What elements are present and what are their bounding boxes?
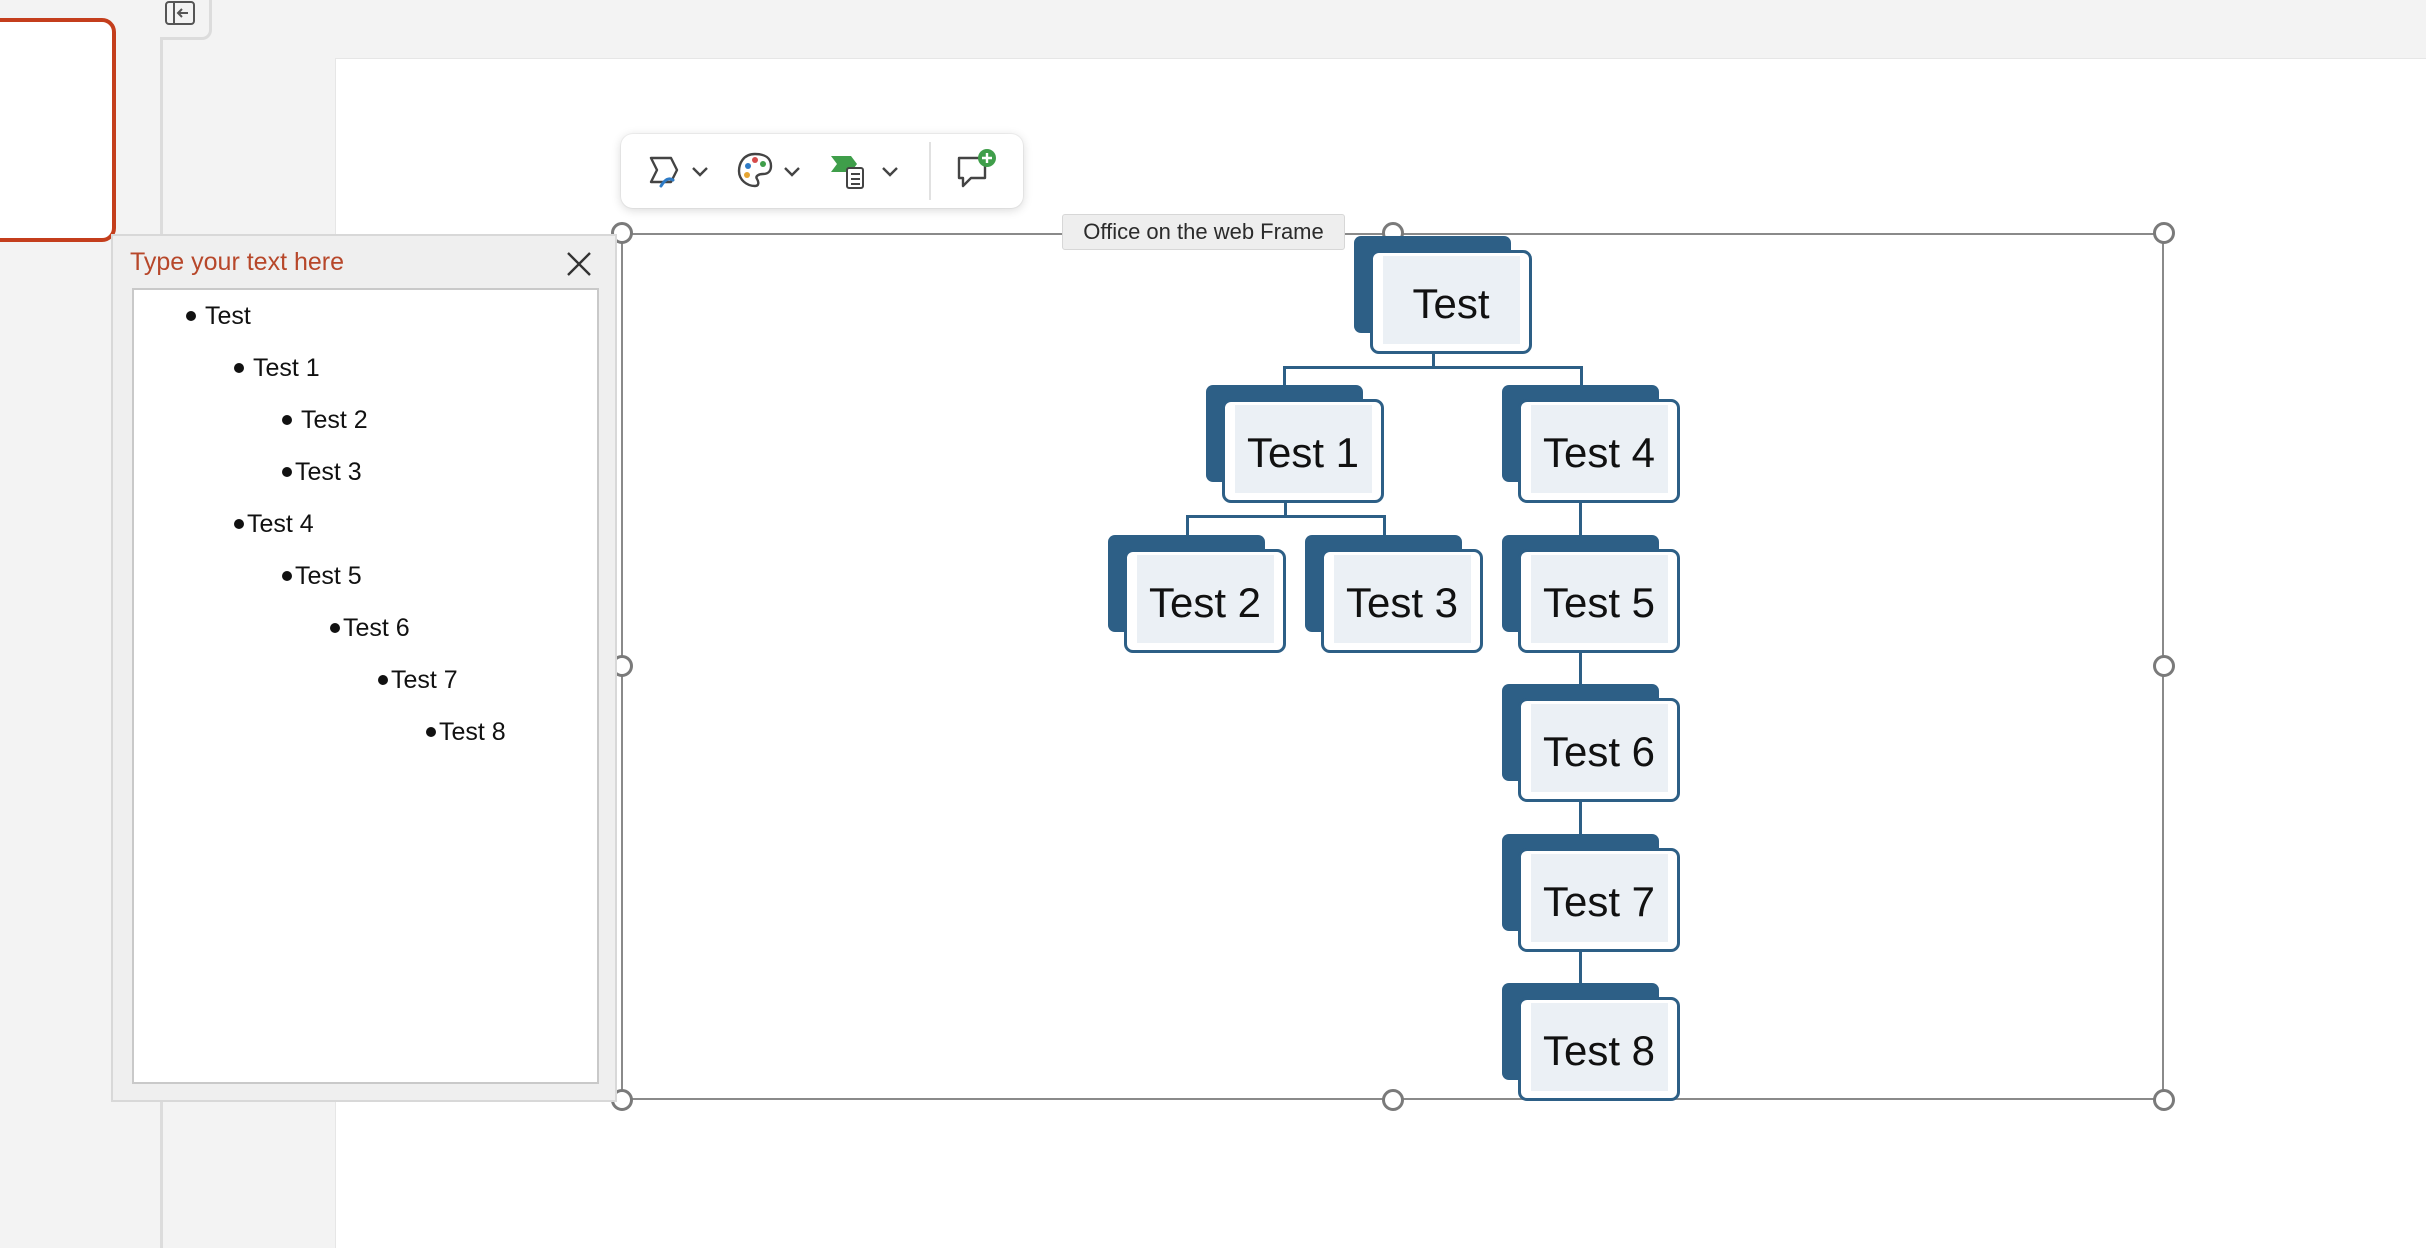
smartart-text-pane: Type your text here Test Test 1 Test 2 T…: [111, 234, 617, 1102]
connector-line: [1579, 490, 1582, 535]
new-comment-button[interactable]: [951, 146, 1001, 196]
bullet-dot: [282, 571, 292, 581]
bullet-dot: [330, 623, 340, 633]
new-comment-icon: [957, 149, 996, 188]
text-pane-item[interactable]: Test 2: [301, 406, 368, 434]
smartart-selection-frame[interactable]: [621, 233, 2164, 1100]
smartart-node-label: Test 3: [1345, 579, 1459, 626]
text-pane-title: Type your text here: [130, 248, 345, 276]
bullet-dot: [186, 311, 196, 321]
smartart-node-label: Test 7: [1542, 878, 1656, 925]
text-pane-item[interactable]: Test 7: [391, 666, 458, 694]
smartart-node-label: Test 1: [1246, 429, 1360, 476]
connector-line: [1186, 515, 1189, 535]
text-pane-item[interactable]: Test: [205, 302, 251, 330]
bullet-dot: [282, 467, 292, 477]
connector-line: [1579, 650, 1582, 684]
bullet-dot: [234, 519, 244, 529]
connector-line: [1579, 950, 1582, 984]
bullet-dot: [234, 363, 244, 373]
change-layout-button[interactable]: [643, 146, 717, 196]
frame-tooltip: Office on the web Frame: [1062, 214, 1345, 250]
text-pane-close-button[interactable]: [561, 246, 597, 282]
bullet-dot: [282, 415, 292, 425]
connector-line: [1579, 800, 1582, 834]
smartart-node-label: Test: [1412, 280, 1490, 327]
text-pane-item[interactable]: Test 4: [247, 510, 314, 538]
slide-thumbnail-selected[interactable]: [0, 18, 116, 242]
toolbar-separator: [929, 142, 931, 200]
smartart-node-label: Test 2: [1148, 579, 1262, 626]
text-pane-item[interactable]: Test 1: [253, 354, 320, 382]
smartart-styles-icon: [831, 156, 898, 189]
smartart-floating-toolbar: [621, 134, 1023, 208]
smartart-node-label: Test 8: [1542, 1027, 1656, 1074]
resize-handle-right[interactable]: [2153, 655, 2175, 677]
change-colors-button[interactable]: [735, 146, 809, 196]
text-pane-item[interactable]: Test 3: [295, 458, 362, 486]
resize-handle-bottom-right[interactable]: [2153, 1089, 2175, 1111]
text-pane-editor[interactable]: Test Test 1 Test 2 Test 3 Test 4 Test 5 …: [132, 288, 599, 1084]
smartart-node-label: Test 5: [1542, 579, 1656, 626]
connector-line: [1283, 366, 1583, 369]
connector-line: [1383, 515, 1386, 535]
close-icon: [567, 252, 591, 276]
connector-line: [1186, 515, 1386, 518]
collapse-pane-icon: [165, 1, 195, 25]
smartart-styles-button[interactable]: [827, 146, 907, 196]
text-pane-item[interactable]: Test 5: [295, 562, 362, 590]
text-pane-item[interactable]: Test 8: [439, 718, 506, 746]
bullet-dot: [378, 675, 388, 685]
smartart-node-label: Test 4: [1542, 429, 1656, 476]
bullet-dot: [426, 727, 436, 737]
resize-handle-bottom[interactable]: [1382, 1089, 1404, 1111]
change-layout-icon: [649, 156, 708, 188]
resize-handle-top-right[interactable]: [2153, 222, 2175, 244]
connector-line: [1580, 366, 1583, 386]
collapse-pane-button[interactable]: [160, 0, 212, 40]
connector-line: [1283, 366, 1286, 386]
smartart-node-label: Test 6: [1542, 728, 1656, 775]
change-colors-icon: [737, 152, 800, 188]
text-pane-item[interactable]: Test 6: [343, 614, 410, 642]
connector-line: [1284, 490, 1287, 517]
